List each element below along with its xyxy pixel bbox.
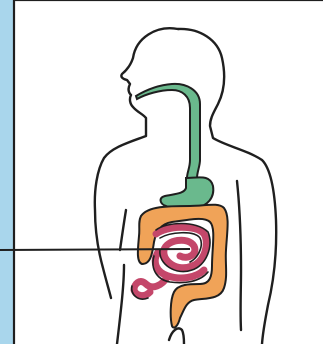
pointer-line [0,249,190,250]
card-frame [14,0,323,344]
